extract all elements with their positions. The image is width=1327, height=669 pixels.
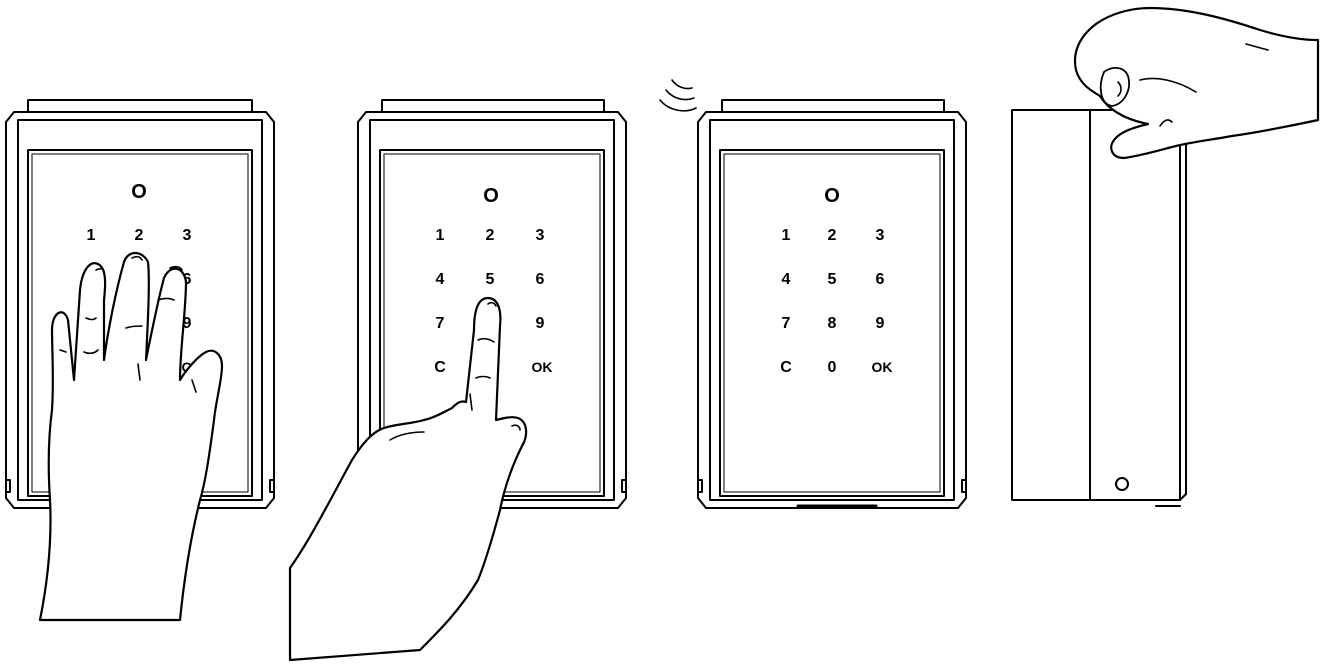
key-6: 6: [183, 271, 192, 288]
wireless-signal-icon: [659, 79, 697, 112]
key-9: 9: [876, 315, 885, 332]
keypad-grid: O 1 2 3 4 5 6 7 9 C OK: [434, 185, 552, 376]
key-4: 4: [782, 271, 791, 288]
key-1: 1: [436, 227, 445, 244]
hand-pointing-icon: [288, 296, 528, 662]
key-5: 5: [828, 271, 837, 288]
device-bezel: [17, 119, 263, 501]
key-2: 2: [828, 227, 837, 244]
device-top-cap: [27, 99, 253, 113]
key-6: 6: [536, 271, 545, 288]
key-3: 3: [536, 227, 545, 244]
keypad-grid: O 1 2 3 4 5 6 7 8 9 C 0 OK: [780, 185, 892, 376]
device-body: [5, 111, 275, 509]
side-view-body: [1011, 109, 1181, 501]
device-notch: [5, 479, 11, 493]
key-2: 2: [135, 227, 144, 244]
key-2: 2: [486, 227, 495, 244]
device-notch: [269, 479, 275, 493]
key-7: 7: [782, 315, 791, 332]
key-1: 1: [782, 227, 791, 244]
side-view-device: [1011, 109, 1187, 507]
key-9: 9: [183, 315, 192, 332]
key-8: 8: [828, 315, 837, 332]
key-ok: OK: [532, 359, 553, 375]
keypad-device-wireless: O 1 2 3 4 5 6 7 8 9 C 0 OK: [697, 99, 967, 509]
device-notch: [697, 479, 703, 493]
device-top-cap: [381, 99, 605, 113]
status-led: O: [824, 185, 840, 207]
key-7: 7: [436, 315, 445, 332]
key-c: C: [434, 359, 446, 376]
key-3: 3: [876, 227, 885, 244]
key-ok: OK: [872, 359, 893, 375]
key-1: 1: [87, 227, 96, 244]
key-5: 5: [486, 271, 495, 288]
key-9: 9: [536, 315, 545, 332]
device-glass-inner: [723, 153, 941, 493]
key-0: 0: [828, 359, 837, 376]
device-bezel: [369, 119, 615, 501]
status-led: O: [483, 185, 499, 207]
key-4: 4: [436, 271, 445, 288]
device-glass-panel: [719, 149, 945, 497]
hand-palm-icon: [38, 251, 224, 622]
key-c: C: [780, 359, 792, 376]
device-body: [357, 111, 627, 509]
key-6: 6: [876, 271, 885, 288]
status-led: O: [131, 181, 147, 203]
device-notch: [621, 479, 627, 493]
device-notch: [961, 479, 967, 493]
device-top-cap: [721, 99, 945, 113]
key-3: 3: [183, 227, 192, 244]
device-bezel: [709, 119, 955, 501]
keypad-device-finger: O 1 2 3 4 5 6 7 9 C OK: [357, 99, 627, 509]
device-body: [697, 111, 967, 509]
side-view-keyhole: [1115, 477, 1129, 491]
hand-pull-icon: [1073, 6, 1320, 160]
